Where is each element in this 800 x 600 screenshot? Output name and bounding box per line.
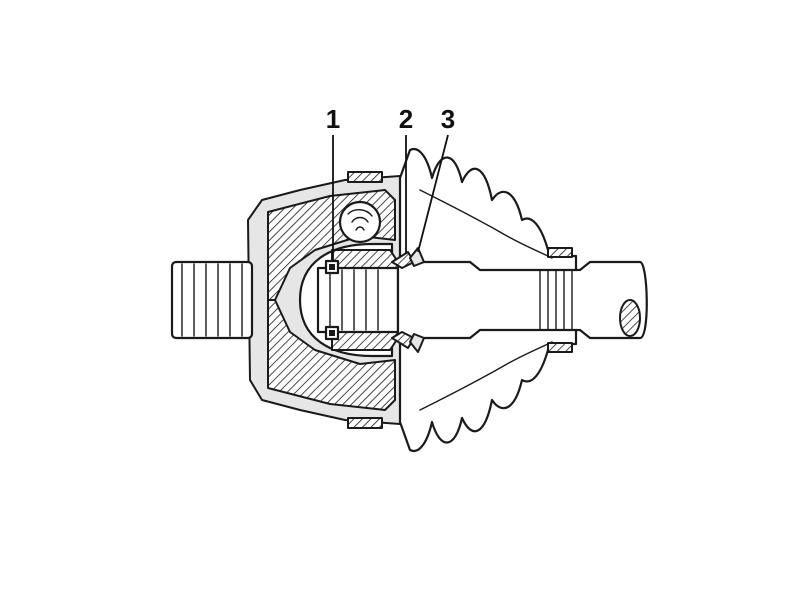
part-1-circlip [324, 259, 340, 341]
part-3-thrust-ring [409, 247, 425, 353]
callout-2: 2 [399, 104, 413, 134]
ball-bearing [338, 200, 382, 244]
leader-line-3 [417, 134, 449, 253]
boot-clamp-small [547, 247, 573, 353]
splined-stub-shaft [170, 260, 254, 340]
callout-3: 3 [441, 104, 455, 134]
drive-shaft [396, 260, 648, 340]
callout-1: 1 [326, 104, 340, 134]
leader-lines [332, 134, 449, 262]
boot-clamp-large [347, 171, 383, 429]
